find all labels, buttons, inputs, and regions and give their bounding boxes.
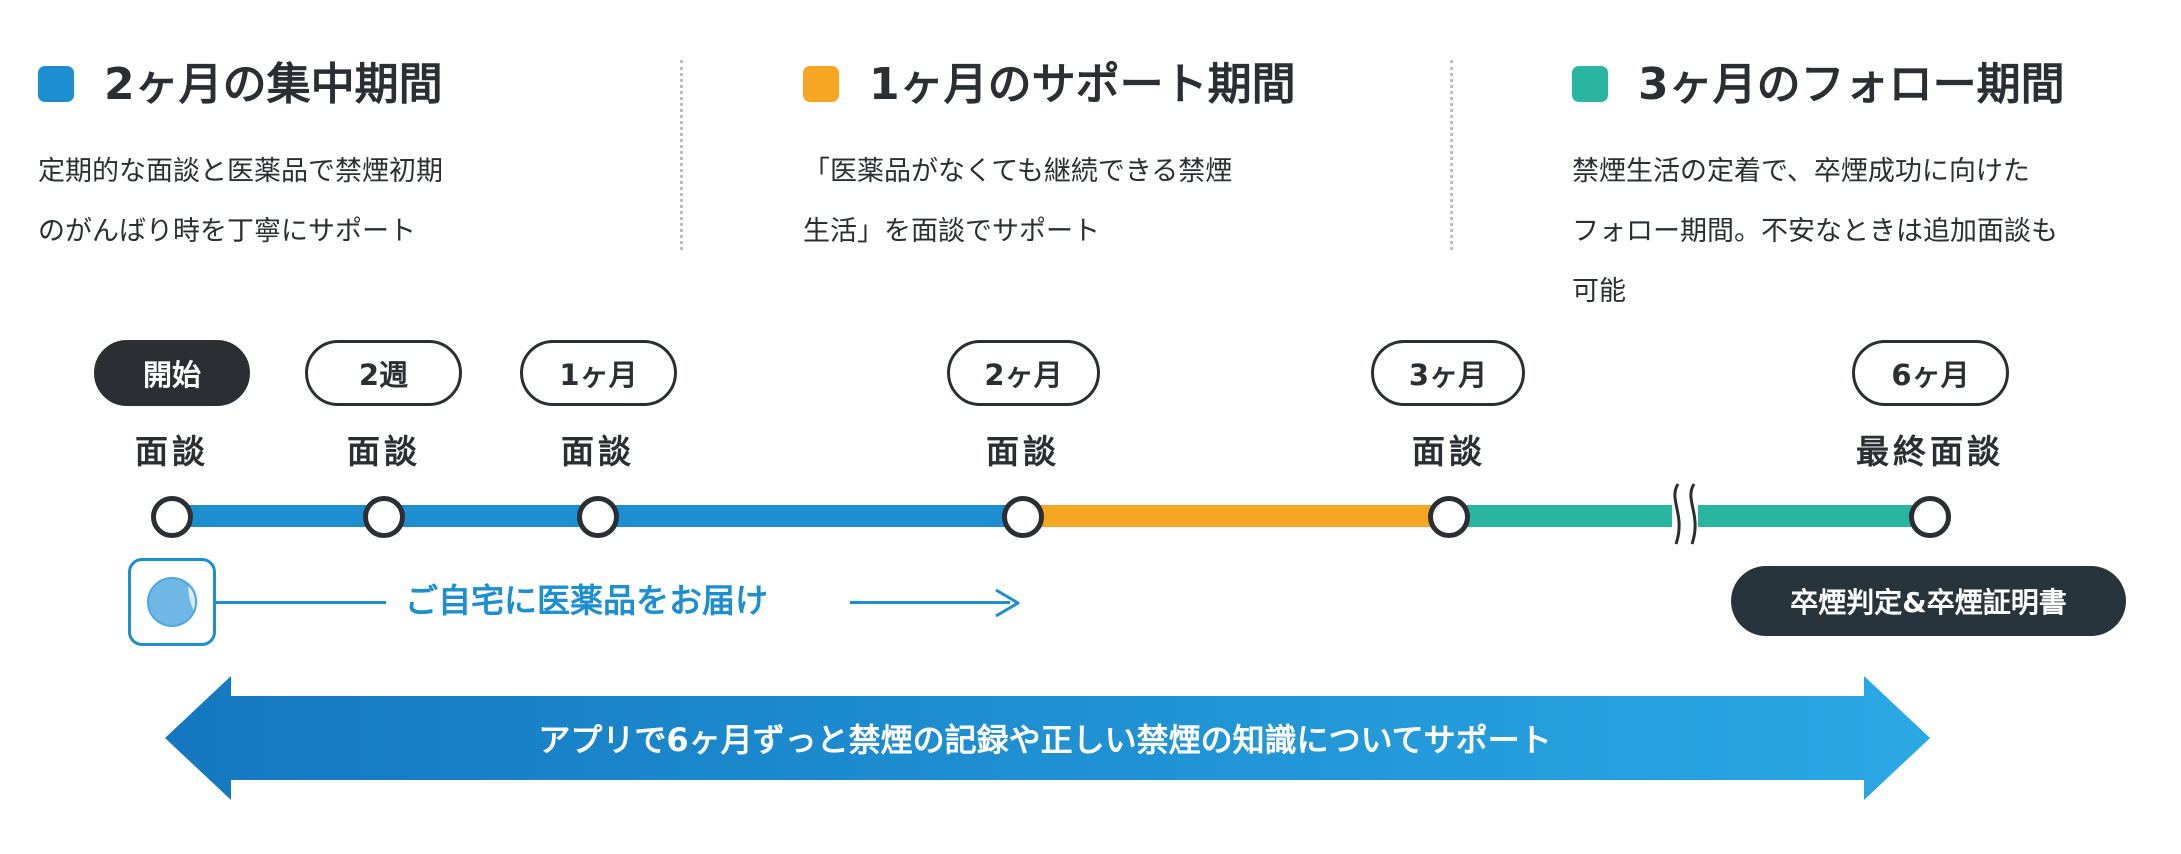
graduation-certificate-badge: 卒煙判定&卒煙証明書 [1731,566,2126,636]
delivery-line-right [850,601,1010,604]
delivery-line-left [216,601,386,604]
milestone-label: 面談 [135,432,209,471]
milestone-pill-1-month: 1ヶ月 [520,340,677,406]
timeline-break-icon [1672,483,1698,545]
milestone-pill-start: 開始 [94,340,250,406]
double-arrow-icon [165,676,1930,800]
blue-square-icon [38,66,74,102]
app-support-text: アプリで6ヶ月ずっと禁煙の記録や正しい禁煙の知識についてサポート [538,721,1552,759]
timeline-node [1428,496,1470,538]
timeline-node [1002,496,1044,538]
orange-square-icon [803,66,839,102]
teal-square-icon [1572,66,1608,102]
arrow-right-icon [995,588,1020,618]
milestone-label: 面談 [1412,432,1486,471]
period-description: 定期的な面談と医薬品で禁煙初期 のがんばり時を丁寧にサポート [38,156,443,247]
period-title: 1ヶ月のサポート期間 [869,59,1296,110]
period-divider [1450,60,1453,250]
period-divider [680,60,683,250]
delivery-text: ご自宅に医薬品をお届け [405,581,768,620]
milestone-pill-2-months: 2ヶ月 [947,340,1100,406]
milestone-pill-6-months: 6ヶ月 [1852,340,2009,406]
milestone-label-final: 最終面談 [1856,432,2004,471]
period-title: 2ヶ月の集中期間 [104,59,443,110]
period-description: 「医薬品がなくても継続できる禁煙 生活」を面談でサポート [803,156,1233,247]
milestone-label: 面談 [986,432,1060,471]
timeline-node [151,496,193,538]
period-title: 3ヶ月のフォロー期間 [1638,59,2065,110]
timeline-segment-support [1025,505,1449,527]
milestone-pill-2-weeks: 2週 [305,340,462,406]
milestone-label: 面談 [561,432,635,471]
milestone-label: 面談 [347,432,421,471]
timeline-node [577,496,619,538]
milestone-pill-3-months: 3ヶ月 [1371,340,1525,406]
medicine-patch-box [128,558,216,646]
period-description: 禁煙生活の定着で、卒煙成功に向けた フォロー期間。不安なときは追加面談も 可能 [1572,156,2058,307]
timeline-node [363,496,405,538]
timeline-node [1909,496,1951,538]
medicine-patch-icon [147,577,198,627]
